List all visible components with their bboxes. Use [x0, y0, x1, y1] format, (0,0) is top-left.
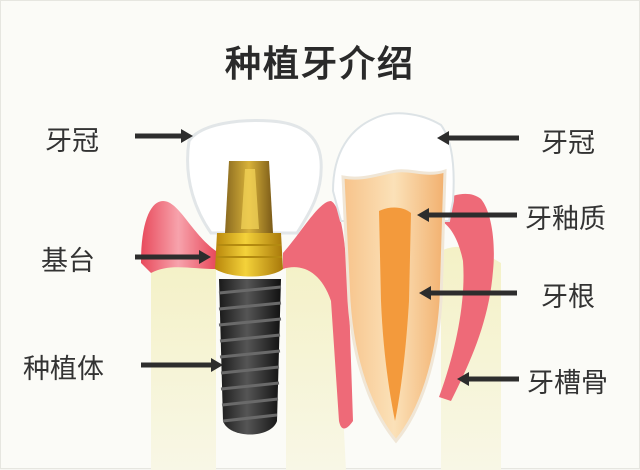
- arrow-enamel-head: [417, 208, 429, 222]
- alveolar-bone-middle: [286, 254, 346, 470]
- abutment-collar: [215, 233, 283, 277]
- label-implant-body: 种植体: [23, 354, 104, 385]
- arrows: [135, 129, 519, 386]
- natural-tooth-pulp: [379, 207, 411, 421]
- arrow-left-crown-head: [181, 129, 193, 143]
- implant-threads: [218, 285, 282, 423]
- diagram-title: 种植牙介绍: [224, 44, 415, 85]
- label-right-crown: 牙冠: [541, 128, 595, 159]
- label-root: 牙根: [541, 282, 595, 313]
- arrow-alveolar-bone-head: [457, 372, 469, 386]
- gum-middle: [283, 201, 353, 429]
- label-alveolar-bone: 牙槽骨: [527, 368, 608, 399]
- arrow-abutment-head: [199, 250, 211, 264]
- implant-screw: [219, 279, 281, 435]
- arrow-root-head: [419, 286, 431, 300]
- arrow-right-crown-head: [437, 131, 449, 145]
- label-abutment: 基台: [41, 246, 95, 277]
- abutment-highlight: [241, 169, 259, 229]
- label-left-crown: 牙冠: [45, 126, 99, 157]
- label-enamel: 牙釉质: [525, 204, 606, 235]
- arrow-implant-body-head: [211, 358, 223, 372]
- gum-right: [439, 193, 494, 401]
